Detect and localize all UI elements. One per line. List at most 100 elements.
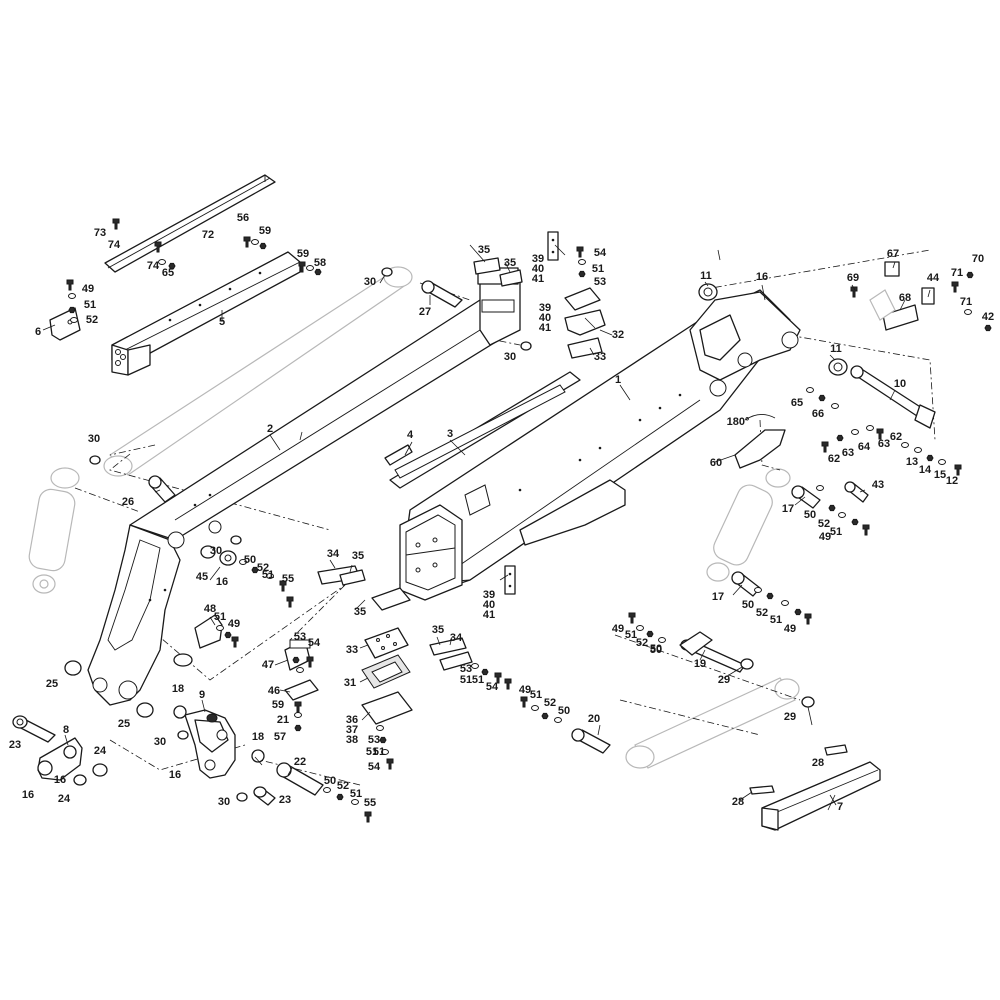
callout-c58: 58 xyxy=(314,257,326,269)
link-8 xyxy=(37,737,83,781)
callout-c31: 31 xyxy=(344,677,356,689)
callout-c11a: 11 xyxy=(700,270,712,282)
callout-c51j: 51 xyxy=(366,746,378,758)
bolt-glyph xyxy=(294,701,302,713)
callout-c52c: 52 xyxy=(818,518,830,530)
part-72-rail xyxy=(104,174,276,273)
callout-c18a: 18 xyxy=(172,683,184,695)
callout-c51b: 51 xyxy=(214,611,226,623)
bolt-glyph xyxy=(279,580,287,592)
bushing-25-lower xyxy=(136,702,154,718)
bolt-glyph xyxy=(520,696,528,708)
washer-glyph xyxy=(554,717,562,723)
callout-c20: 20 xyxy=(588,713,600,725)
bolt-glyph xyxy=(494,672,502,684)
nut-glyph xyxy=(646,630,654,638)
washer-glyph xyxy=(838,512,846,518)
callout-c35e: 35 xyxy=(432,624,444,636)
callout-c74b: 74 xyxy=(147,260,160,272)
callout-c27: 27 xyxy=(419,306,431,318)
callout-c2: 2 xyxy=(267,423,273,435)
callout-c51m: 51 xyxy=(373,746,385,758)
nut-glyph xyxy=(68,306,76,314)
callout-c54d: 54 xyxy=(368,761,381,773)
nut-glyph xyxy=(766,592,774,600)
callout-c23b: 23 xyxy=(279,794,291,806)
callout-c34a: 34 xyxy=(327,548,340,560)
bolt-glyph xyxy=(154,241,162,253)
callout-c46: 46 xyxy=(268,685,280,697)
pin-10 xyxy=(850,365,936,429)
nut-glyph xyxy=(818,394,826,402)
bolt-glyph xyxy=(628,612,636,624)
callout-c51g: 51 xyxy=(530,689,542,701)
callout-c6: 6 xyxy=(35,326,41,338)
callout-c54a: 54 xyxy=(594,247,607,259)
phantom-cylinder-left xyxy=(28,467,80,594)
washer-glyph xyxy=(901,442,909,448)
callout-c56: 56 xyxy=(237,212,249,224)
callout-c62a: 62 xyxy=(890,431,902,443)
callout-c17a: 17 xyxy=(782,503,794,515)
callout-c23a: 23 xyxy=(9,739,21,751)
washer-glyph xyxy=(851,429,859,435)
callout-c22: 22 xyxy=(294,756,306,768)
washer-glyph xyxy=(658,637,666,643)
nut-glyph xyxy=(481,668,489,676)
callout-c49f: 49 xyxy=(519,684,531,696)
washer-glyph xyxy=(216,625,224,631)
washer-glyph xyxy=(70,317,78,323)
rings-30 xyxy=(89,267,532,802)
bolt-glyph xyxy=(504,678,512,690)
callout-c64: 64 xyxy=(858,441,871,453)
pin-27 xyxy=(421,280,463,308)
callout-c16d: 16 xyxy=(216,576,228,588)
callout-c14: 14 xyxy=(919,464,932,476)
callout-c59b: 59 xyxy=(297,248,309,260)
callout-c16c: 16 xyxy=(54,774,66,786)
callout-c32: 32 xyxy=(612,329,624,341)
callout-c62b: 62 xyxy=(828,453,840,465)
washer-glyph xyxy=(351,799,359,805)
bracket-47 xyxy=(284,639,311,671)
part-7-channel xyxy=(761,761,881,831)
callout-c35a: 35 xyxy=(478,244,490,256)
phantom-lower-cylinder xyxy=(625,677,800,769)
bracket-46 xyxy=(284,679,319,701)
callout-c57: 57 xyxy=(274,731,286,743)
callout-c24a: 24 xyxy=(94,745,107,757)
callout-c33b: 33 xyxy=(346,644,358,656)
callout-c9: 9 xyxy=(199,689,205,701)
callout-c67: 67 xyxy=(887,248,899,260)
callout-c53a: 53 xyxy=(594,276,606,288)
callout-c48: 48 xyxy=(204,603,216,615)
washer-glyph xyxy=(239,559,247,565)
nut-glyph xyxy=(794,608,802,616)
washer-glyph xyxy=(471,663,479,669)
part-3-slide-strip xyxy=(389,371,581,489)
callout-c38: 38 xyxy=(346,734,358,746)
parts-67-68-44 xyxy=(869,261,935,331)
bolt-glyph xyxy=(286,596,294,608)
nut-glyph xyxy=(168,262,176,270)
nut-glyph xyxy=(292,656,300,664)
callout-c72: 72 xyxy=(202,229,214,241)
callout-c16a: 16 xyxy=(756,271,768,283)
callout-c53d: 53 xyxy=(368,734,380,746)
callout-c16e: 16 xyxy=(169,769,181,781)
callout-c26: 26 xyxy=(122,496,134,508)
part-2-inner-boom xyxy=(87,267,521,706)
bolt-glyph xyxy=(364,811,372,823)
callout-c52g: 52 xyxy=(337,780,349,792)
washer-glyph xyxy=(251,239,259,245)
callout-c16b: 16 xyxy=(22,789,34,801)
bracket-32-33 xyxy=(564,287,606,359)
callout-c50g: 50 xyxy=(650,644,662,656)
knuckle-9 xyxy=(184,709,236,779)
nut-glyph xyxy=(541,712,549,720)
washer-glyph xyxy=(578,259,586,265)
callout-c71b: 71 xyxy=(960,296,972,308)
callout-c63a: 63 xyxy=(878,438,890,450)
